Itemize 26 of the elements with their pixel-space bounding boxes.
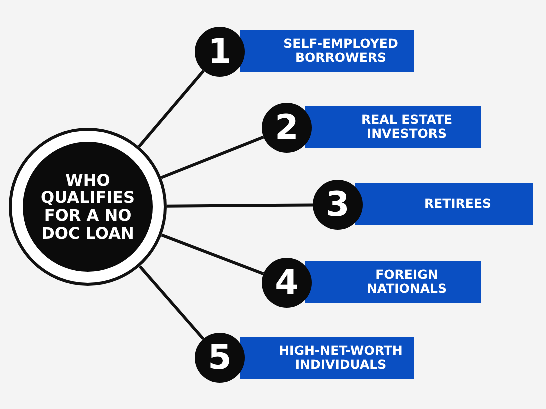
step-number: 2 [275,108,299,148]
connector-line [166,204,313,208]
step-number: 3 [326,185,350,225]
item-banner [240,30,414,72]
step-number: 4 [275,263,299,303]
item-banner [305,261,481,303]
title-text: WHO QUALIFIES FOR A NO DOC LOAN [40,172,136,242]
step-number: 1 [208,32,232,72]
item-label: FOREIGN NATIONALS [366,268,448,296]
item-label: HIGH-NET-WORTH INDIVIDUALS [278,344,404,372]
number-circle [313,180,363,230]
number-circle [195,27,245,77]
item-label: RETIREES [424,197,492,211]
number-circle [262,258,312,308]
connector-line [161,234,264,276]
step-number: 5 [208,338,232,378]
item-label: REAL ESTATE INVESTORS [360,113,454,141]
item-label: SELF-EMPLOYED BORROWERS [282,37,400,65]
connector-line [160,136,264,180]
number-circle [195,333,245,383]
connector-line [138,70,205,148]
number-circle [262,103,312,153]
connector-line [138,266,205,340]
item-banner [240,337,414,379]
item-banner [305,106,481,148]
item-banner [355,183,533,225]
